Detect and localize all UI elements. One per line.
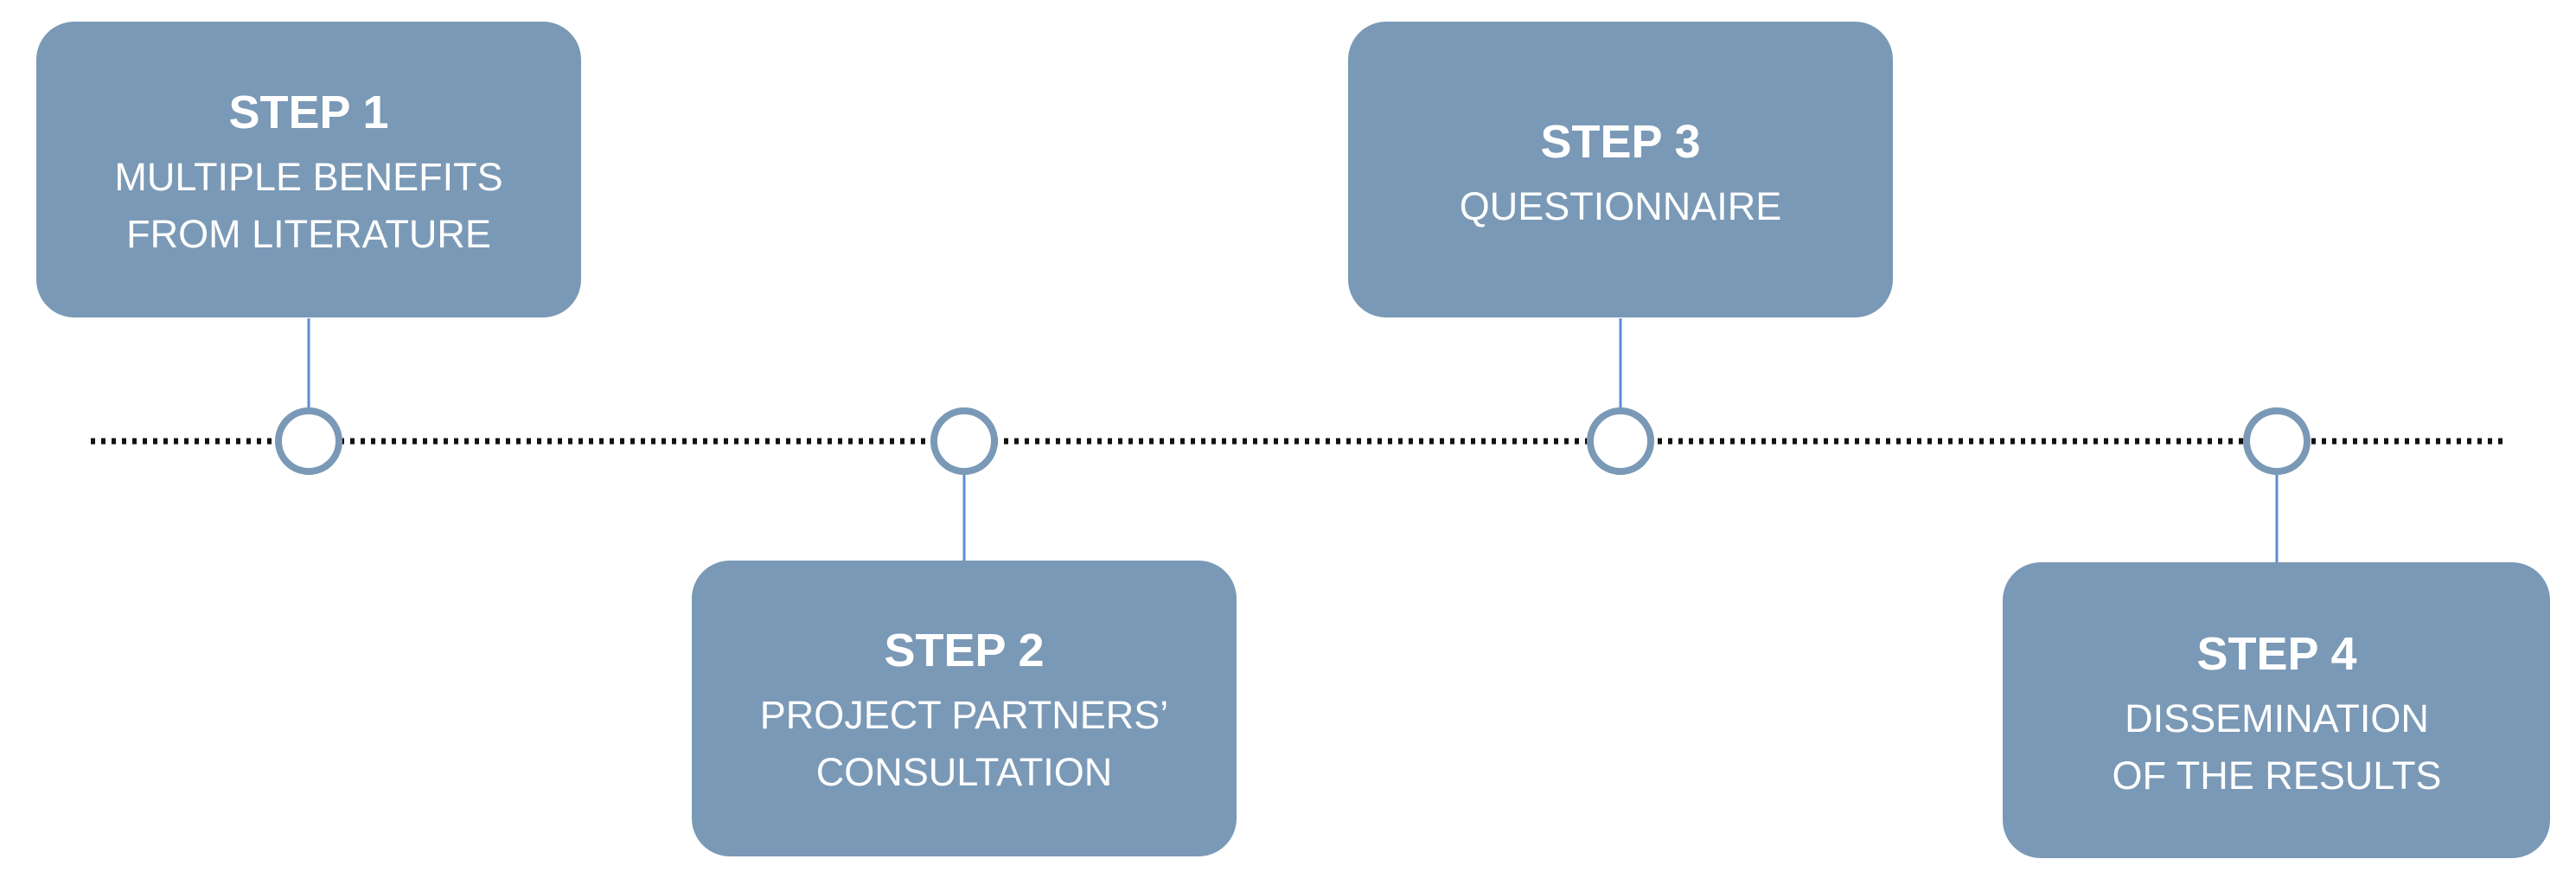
step-3-node — [1587, 407, 1654, 475]
step-4-desc-line-1: DISSEMINATION — [2125, 696, 2429, 740]
step-2-node — [930, 407, 998, 475]
step-2-box: STEP 2 PROJECT PARTNERS’ CONSULTATION — [692, 561, 1237, 856]
step-4-title: STEP 4 — [2196, 628, 2356, 680]
step-2-title: STEP 2 — [884, 625, 1044, 676]
step-3-desc-line-1: QUESTIONNAIRE — [1460, 184, 1782, 228]
step-3-box: STEP 3 QUESTIONNAIRE — [1348, 22, 1893, 317]
step-4-desc-line-2: OF THE RESULTS — [2113, 753, 2442, 798]
step-3-title: STEP 3 — [1540, 116, 1700, 168]
step-4-node — [2243, 407, 2311, 475]
step-1-desc-line-1: MULTIPLE BENEFITS — [114, 155, 502, 199]
step-1-box: STEP 1 MULTIPLE BENEFITS FROM LITERATURE — [36, 22, 581, 317]
step-1-title: STEP 1 — [228, 87, 388, 138]
step-2-desc-line-1: PROJECT PARTNERS’ — [760, 693, 1169, 737]
step-1-node — [275, 407, 342, 475]
step-4-box: STEP 4 DISSEMINATION OF THE RESULTS — [2003, 562, 2550, 858]
step-1-desc-line-2: FROM LITERATURE — [126, 212, 491, 256]
step-4: STEP 4 DISSEMINATION OF THE RESULTS — [2003, 407, 2550, 858]
step-1: STEP 1 MULTIPLE BENEFITS FROM LITERATURE — [36, 22, 581, 475]
step-2: STEP 2 PROJECT PARTNERS’ CONSULTATION — [692, 407, 1237, 856]
step-2-desc-line-2: CONSULTATION — [816, 750, 1113, 794]
step-3: STEP 3 QUESTIONNAIRE — [1348, 22, 1893, 475]
